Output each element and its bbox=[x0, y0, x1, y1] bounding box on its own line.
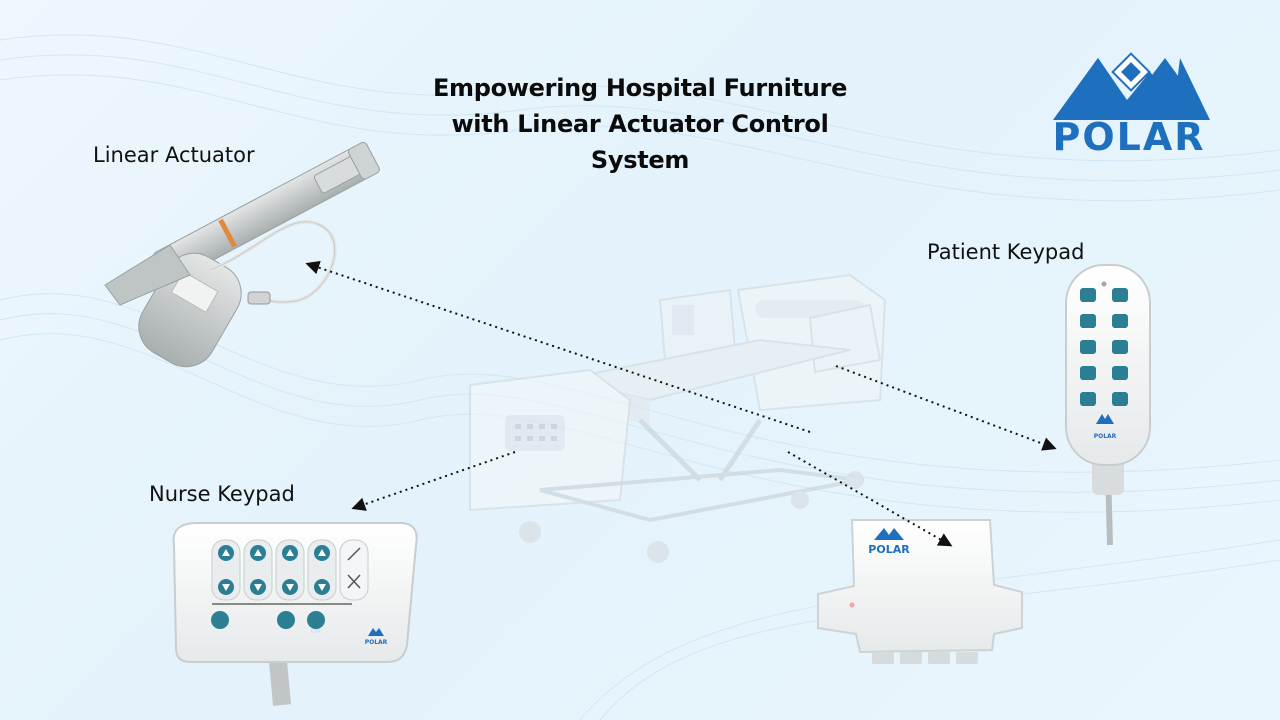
nurse-keypad-cpr: CPR bbox=[311, 629, 322, 635]
logo-wordmark: POLAR bbox=[1052, 115, 1205, 159]
arrow-actuator-to-control-box bbox=[305, 260, 811, 433]
page-title: Empowering Hospital Furniture with Linea… bbox=[400, 70, 880, 178]
linear-actuator-image bbox=[104, 141, 380, 368]
label-patient-keypad: Patient Keypad bbox=[927, 240, 1085, 264]
title-line-1: Empowering Hospital Furniture bbox=[432, 74, 848, 102]
arrow-bed-to-nurse-keypad bbox=[351, 451, 516, 511]
label-linear-actuator: Linear Actuator bbox=[93, 143, 255, 167]
control-box-brand: POLAR bbox=[868, 543, 910, 556]
polar-logo: POLAR bbox=[1052, 52, 1210, 159]
hospital-bed bbox=[469, 273, 887, 563]
patient-keypad-image bbox=[1065, 264, 1151, 546]
arrow-bed-to-control-box bbox=[787, 451, 953, 547]
title-line-3: System bbox=[590, 146, 690, 174]
connector-arrows bbox=[305, 260, 1057, 547]
nurse-keypad-brand: POLAR bbox=[365, 639, 388, 646]
nurse-keypad-image bbox=[172, 521, 418, 706]
logo-chip-icon bbox=[1111, 52, 1151, 92]
control-box-image bbox=[817, 519, 1023, 664]
title-line-2: with Linear Actuator Control bbox=[451, 110, 829, 138]
patient-keypad-brand: POLAR bbox=[1094, 433, 1117, 440]
label-nurse-keypad: Nurse Keypad bbox=[149, 482, 295, 506]
